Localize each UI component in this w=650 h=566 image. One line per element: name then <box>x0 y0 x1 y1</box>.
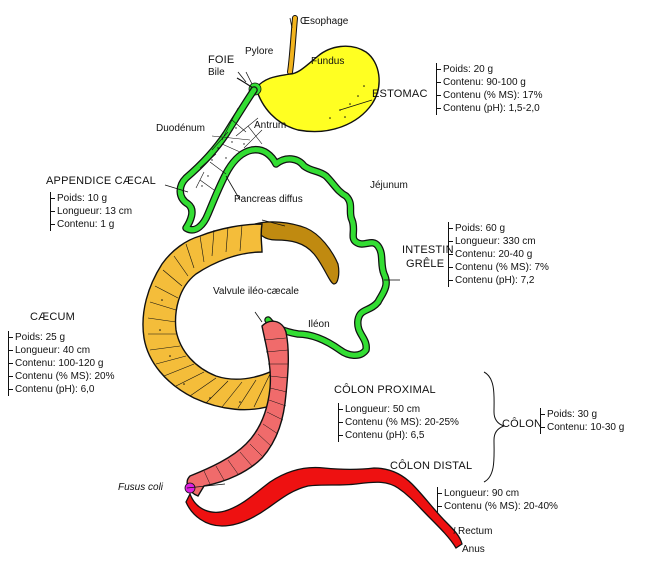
stomach <box>255 45 380 133</box>
estomac-info-item: Contenu: 90-100 g <box>437 76 543 89</box>
intestin-info: Poids: 60 g Longueur: 330 cm Contenu: 20… <box>448 222 549 287</box>
colon-info: Poids: 30 g Contenu: 10-30 g <box>540 408 624 434</box>
appendice-info-item: Poids: 10 g <box>50 192 132 205</box>
intestin-info-item: Contenu: 20-40 g <box>449 248 549 261</box>
intestin-info-item: Contenu (% MS): 7% <box>449 262 549 273</box>
label-fusus-coli: Fusus coli <box>118 482 164 493</box>
colon-distal-info: Longueur: 90 cm Contenu (% MS): 20-40% <box>437 487 558 513</box>
colon-distal-info-item: Longueur: 90 cm <box>438 487 558 500</box>
colon-brace <box>483 371 506 483</box>
label-anus: Anus <box>462 544 485 555</box>
estomac-info-item: Contenu (% MS): 17% <box>437 90 543 101</box>
label-caecum: CÆCUM <box>30 311 75 323</box>
colon-info-item: Contenu: 10-30 g <box>540 422 625 433</box>
caecum-info-item: Contenu (% MS): 20% <box>9 371 115 382</box>
label-appendice: APPENDICE CÆCAL <box>46 175 156 187</box>
label-colon-distal: CÔLON DISTAL <box>390 460 473 472</box>
label-colon: CÔLON <box>502 418 543 430</box>
label-colon-proximal: CÔLON PROXIMAL <box>334 384 436 396</box>
caecum-info-item: Longueur: 40 cm <box>9 344 115 357</box>
colon-proximal-info-item: Longueur: 50 cm <box>339 403 459 416</box>
colon-info-item: Poids: 30 g <box>540 408 624 421</box>
label-pancreas: Pancreas diffus <box>234 194 303 205</box>
colon-proximal-folds <box>203 337 289 485</box>
label-estomac: ESTOMAC <box>372 88 428 100</box>
caecum-info: Poids: 25 g Longueur: 40 cm Contenu: 100… <box>8 331 115 396</box>
label-intestin: INTESTIN <box>402 244 454 256</box>
leader-lines <box>164 17 456 535</box>
appendice-info-item: Longueur: 13 cm <box>50 206 133 217</box>
caecum-folds <box>147 224 281 409</box>
pancreas-diffuse <box>195 107 263 191</box>
caecum-info-item: Contenu: 100-120 g <box>9 357 115 370</box>
colon-distal-info-item: Contenu (% MS): 20-40% <box>438 501 558 512</box>
intestin-info-item: Longueur: 330 cm <box>449 235 549 248</box>
label-foie: FOIE <box>208 54 235 66</box>
colon-proximal-info-item: Contenu (% MS): 20-25% <box>339 417 459 428</box>
label-antrum: Antrum <box>254 120 287 131</box>
bile-duct <box>236 77 254 89</box>
colon-proximal-info-item: Contenu (pH): 6,5 <box>339 429 459 442</box>
intestin-info-item: Poids: 60 g <box>449 222 549 235</box>
colon-proximal-info: Longueur: 50 cm Contenu (% MS): 20-25% C… <box>338 403 459 442</box>
label-fundus: Fundus <box>311 56 345 67</box>
label-grele: GRÊLE <box>406 258 445 270</box>
label-pylore: Pylore <box>245 46 274 57</box>
intestin-info-item: Contenu (pH): 7,2 <box>449 274 549 287</box>
appendice-info: Poids: 10 g Longueur: 13 cm Contenu: 1 g <box>50 192 132 231</box>
label-bile: Bile <box>208 67 225 78</box>
label-ileon: Iléon <box>308 319 330 330</box>
label-jejunum: Jéjunum <box>370 180 408 191</box>
estomac-info: Poids: 20 g Contenu: 90-100 g Contenu (%… <box>436 63 543 115</box>
label-duodenum: Duodénum <box>156 123 205 134</box>
estomac-info-item: Contenu (pH): 1,5-2,0 <box>437 102 543 115</box>
label-rectum: Rectum <box>458 526 493 537</box>
colon-distal <box>185 466 463 549</box>
label-valvule: Valvule iléo-cæcale <box>213 286 299 297</box>
appendice-info-item: Contenu: 1 g <box>50 218 132 231</box>
appendix <box>254 221 340 285</box>
caecum-info-item: Contenu (pH): 6,0 <box>9 383 115 396</box>
label-oesophage: Œsophage <box>300 16 349 27</box>
estomac-info-item: Poids: 20 g <box>437 63 543 76</box>
caecum-info-item: Poids: 25 g <box>9 331 115 344</box>
caecum <box>142 223 289 411</box>
